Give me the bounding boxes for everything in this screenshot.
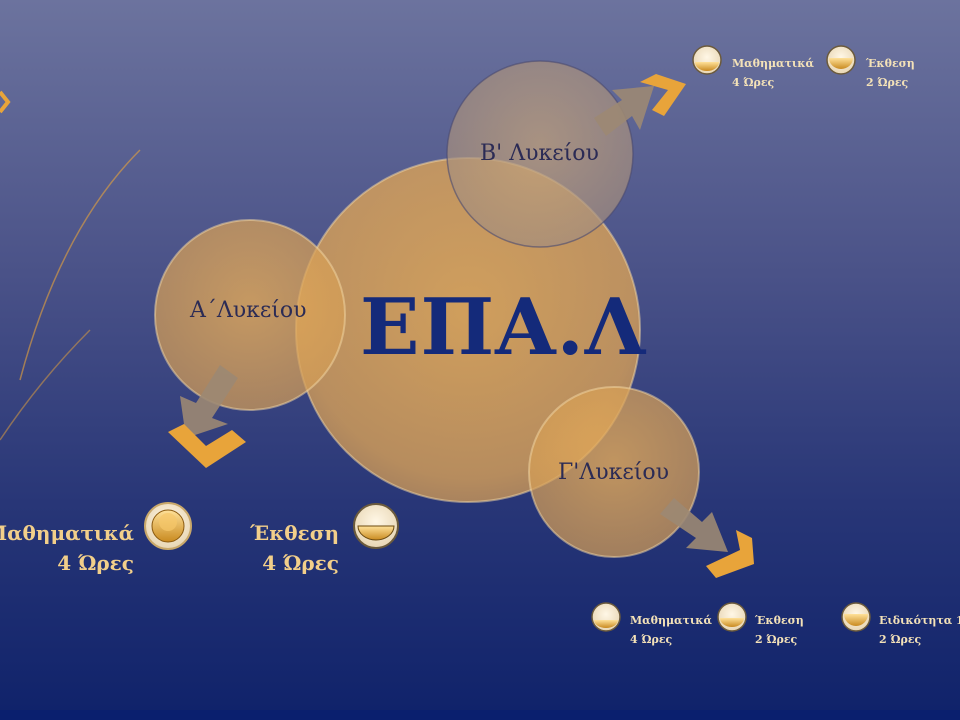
subject-name: Μαθηματικά xyxy=(630,614,712,627)
year-b-circle xyxy=(446,60,634,248)
decorative-swoosh xyxy=(19,149,141,381)
center-label: ΕΠΑ.Λ xyxy=(360,282,647,373)
year-c-circle xyxy=(528,386,700,558)
arrow-year-b xyxy=(594,74,686,136)
subject-year-c-specialty: Ειδικότητα 1 2 Ώρες xyxy=(879,611,960,649)
subject-hours: 4 Ώρες xyxy=(630,633,673,646)
subject-hours: 2 Ώρες xyxy=(866,76,909,89)
subject-name: Ειδικότητα 1 xyxy=(879,614,960,627)
year-b-label: Β' Λυκείου xyxy=(480,141,599,166)
year-a-label: Α΄Λυκείου xyxy=(190,298,307,323)
math-icon-small xyxy=(591,602,621,632)
bottom-bar xyxy=(0,710,960,720)
subject-name: Έκθεση xyxy=(866,57,915,70)
essay-icon-large xyxy=(353,503,399,549)
decorative-swoosh xyxy=(0,329,91,441)
subject-name: Έκθεση xyxy=(755,614,804,627)
subject-name: Μαθηματικά xyxy=(0,521,134,545)
math-icon-small xyxy=(692,45,722,75)
subject-year-a-essay: Έκθεση 4 Ώρες xyxy=(250,518,339,578)
year-c-label: Γ'Λυκείου xyxy=(558,460,669,485)
subject-hours: 2 Ώρες xyxy=(755,633,798,646)
subject-year-c-math: Μαθηματικά 4 Ώρες xyxy=(630,611,712,649)
subject-hours: 4 Ώρες xyxy=(732,76,775,89)
specialty-icon-small xyxy=(841,602,871,632)
subject-year-b-essay: Έκθεση 2 Ώρες xyxy=(866,54,915,92)
essay-icon-small xyxy=(717,602,747,632)
arrow-year-c xyxy=(660,498,754,578)
year-a-circle xyxy=(154,219,346,411)
subject-year-b-math: Μαθηματικά 4 Ώρες xyxy=(732,54,814,92)
essay-icon-small xyxy=(826,45,856,75)
decorative-chevron xyxy=(0,90,11,114)
arrow-year-a xyxy=(168,365,246,468)
subject-year-c-essay: Έκθεση 2 Ώρες xyxy=(755,611,804,649)
subject-hours: 2 Ώρες xyxy=(879,633,922,646)
math-icon-large xyxy=(144,502,192,550)
subject-year-a-math: Μαθηματικά 4 Ώρες xyxy=(0,518,134,578)
subject-hours: 4 Ώρες xyxy=(57,551,134,575)
subject-name: Μαθηματικά xyxy=(732,57,814,70)
subject-hours: 4 Ώρες xyxy=(262,551,339,575)
subject-name: Έκθεση xyxy=(250,521,339,545)
